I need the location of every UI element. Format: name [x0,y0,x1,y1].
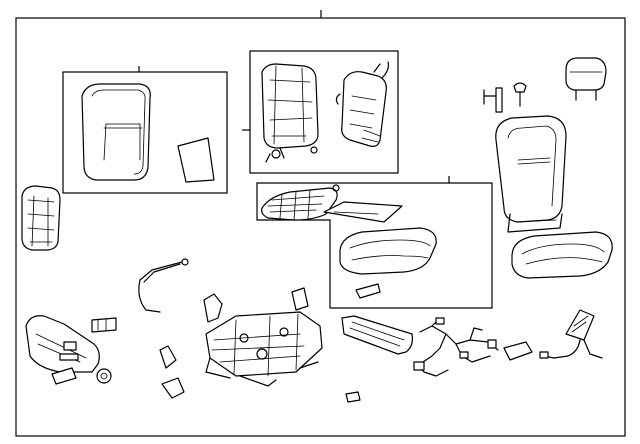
outer-frame [15,17,626,437]
headrest-group [483,57,607,113]
headrest-guide [495,87,503,113]
headrest [565,57,607,91]
adjuster-knob [96,368,112,384]
control-module [503,341,533,361]
side-shield-switch [63,341,77,351]
wire-loop [138,258,189,313]
side-shield-group [25,315,117,385]
seatback-frame-group [242,50,399,174]
seat-adjuster [205,311,323,387]
cushion-group [256,176,493,309]
seat-assembly-cushion [511,231,613,279]
seat-assembly-back [495,115,567,223]
side-shield [25,315,100,373]
recliner-handle [51,367,77,385]
wire-harness [413,317,499,377]
lumbar-support [341,71,387,147]
small-brackets [159,287,361,403]
cushion-heater-mesh [261,187,338,221]
cushion-cover [339,227,437,275]
cushion-pad [323,201,403,223]
seatback-frame [261,63,319,149]
rear-seatback-panel [21,185,61,251]
cushion-clip [355,283,381,299]
side-trim [341,315,413,355]
seatbelt-buckle [539,309,603,359]
seat-switch [91,317,117,333]
seatback-cover-group [62,66,228,194]
headrest-guide-cap [513,82,527,93]
seat-assembly [495,115,613,279]
seatback-cover [81,83,151,181]
seatback-panel [177,137,215,183]
